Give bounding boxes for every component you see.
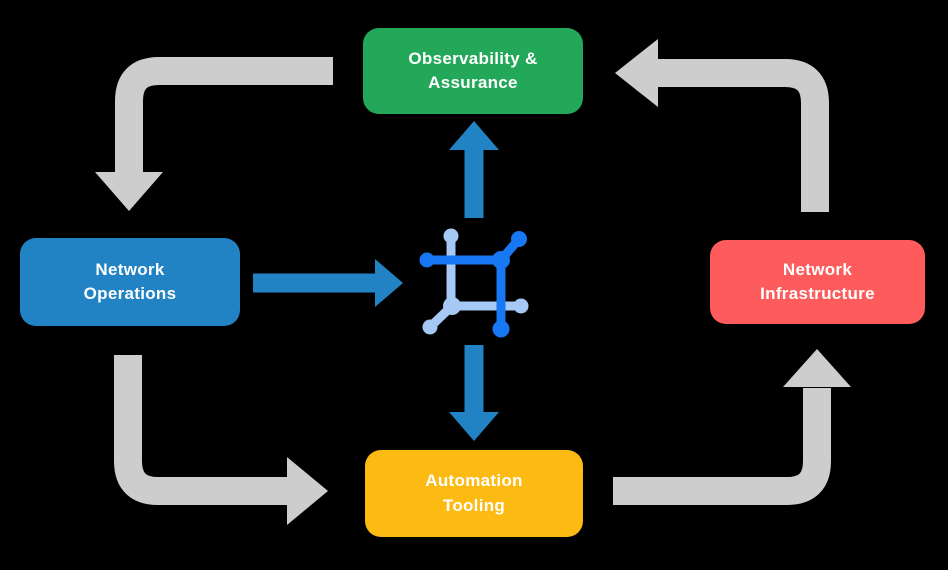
arrow-head-left — [615, 39, 658, 107]
arrow-shaft — [657, 59, 829, 212]
arrow-shaft — [115, 57, 333, 173]
node-label-line: Observability & — [408, 48, 538, 68]
arrow-head-right — [287, 457, 328, 525]
node-label-line: Infrastructure — [760, 284, 875, 303]
arrow-hub-to-assurance — [449, 121, 499, 218]
node-label-line: Operations — [83, 284, 177, 303]
node-label-line: Network — [95, 259, 165, 279]
arrow-head-up — [783, 349, 851, 387]
hub-icon-light-branch — [422, 228, 529, 335]
node-observability-assurance[interactable]: Observability & Assurance — [363, 28, 583, 114]
arrow-hub-to-tooling — [449, 345, 499, 441]
arrow-assurance-to-operations — [95, 57, 333, 211]
arrow-operations-to-hub — [253, 259, 403, 307]
arrow-shaft — [114, 355, 288, 505]
arrow-infrastructure-to-assurance — [615, 39, 829, 212]
node-label-line: Automation — [425, 471, 523, 491]
node-label-line: Tooling — [442, 495, 506, 515]
node-automation-tooling[interactable]: Automation Tooling — [365, 450, 583, 537]
arrow-shaft — [613, 388, 831, 505]
arrow-head-up — [449, 121, 499, 150]
arrow-head-right — [375, 259, 403, 307]
arrow-operations-to-tooling — [114, 355, 328, 525]
arrow-tooling-to-infrastructure — [613, 349, 851, 505]
node-label-line: Network — [782, 259, 853, 279]
node-network-infrastructure[interactable]: Network Infrastructure — [710, 240, 925, 324]
network-hub-icon — [419, 228, 529, 338]
node-network-operations[interactable]: Network Operations — [20, 238, 240, 326]
node-label-line: Assurance — [428, 73, 518, 92]
arrow-head-down — [95, 172, 163, 211]
arrow-head-down — [449, 412, 499, 441]
hub-icon-dark-branch — [419, 231, 527, 338]
